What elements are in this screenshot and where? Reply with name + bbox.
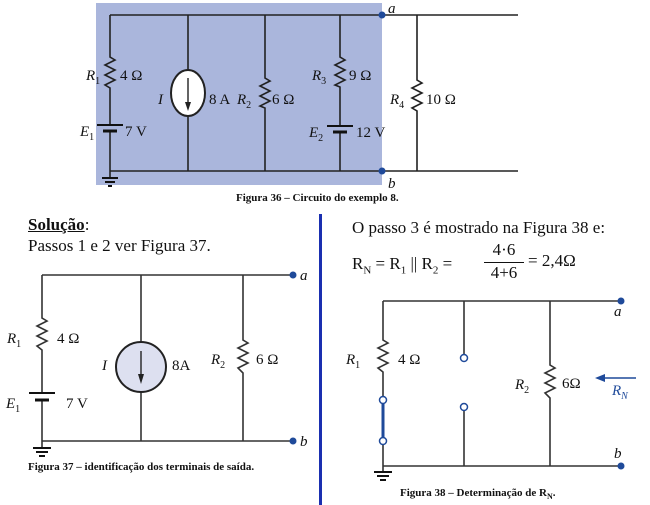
r1-value: 4 Ω <box>398 352 420 368</box>
svg-text:R4: R4 <box>389 92 404 111</box>
node-a-label: a <box>300 268 308 284</box>
r3-label: R <box>311 68 321 84</box>
figure-36-caption: Figura 36 – Circuito do exemplo 8. <box>236 192 399 204</box>
r2-resistor <box>258 15 272 171</box>
r2-value: 6 Ω <box>256 352 278 368</box>
arrow-down-icon <box>185 78 191 111</box>
e1-label: E <box>79 124 89 140</box>
r2-label: R <box>210 352 220 368</box>
svg-text:R1: R1 <box>6 331 21 350</box>
svg-text:E2: E2 <box>308 125 323 144</box>
e2-label: E <box>308 125 318 141</box>
e2-battery <box>327 125 353 134</box>
steps-text: Passos 1 e 2 ver Figura 37. <box>28 236 211 255</box>
svg-text:R2: R2 <box>210 352 225 371</box>
figure-37-caption: Figura 37 – identificação dos terminais … <box>28 461 255 473</box>
r2-resistor <box>236 275 250 441</box>
ground-icon <box>33 447 51 457</box>
r1-resistor <box>35 275 49 392</box>
node-b-terminal <box>289 437 297 445</box>
r2-label: R <box>236 92 246 108</box>
e1-label: E <box>5 396 15 412</box>
ground-icon <box>374 471 392 481</box>
open-terminal <box>459 353 469 363</box>
node-b-terminal <box>617 462 625 470</box>
r2-label: R <box>514 377 524 393</box>
open-terminal <box>378 436 388 446</box>
node-b-terminal <box>378 167 386 175</box>
r1-resistor <box>103 15 117 124</box>
r1-resistor <box>376 301 390 397</box>
svg-text:RN: RN <box>611 383 629 402</box>
r4-label: R <box>389 92 399 108</box>
node-a-label: a <box>388 1 396 17</box>
node-b-label: b <box>614 446 622 462</box>
rn-label: R <box>611 383 621 399</box>
current-label: I <box>101 358 108 374</box>
figure-38-caption: Figura 38 – Determinação de RN. <box>400 487 556 502</box>
column-divider <box>319 214 322 505</box>
svg-text:R1: R1 <box>345 352 360 371</box>
current-value: 8A <box>172 358 191 374</box>
step3-text: O passo 3 é mostrado na Figura 38 e: <box>352 218 606 237</box>
svg-text:E1: E1 <box>5 396 20 415</box>
node-a-terminal <box>289 271 297 279</box>
r1-label: R <box>345 352 355 368</box>
r1-label: R <box>6 331 16 347</box>
svg-text:E1: E1 <box>79 124 94 143</box>
node-a-label: a <box>614 304 622 320</box>
r1-value: 4 Ω <box>57 331 79 347</box>
fraction-bar <box>484 262 524 263</box>
arrow-down-icon <box>138 351 144 384</box>
svg-text:R3: R3 <box>311 68 326 87</box>
r3-value: 9 Ω <box>349 68 371 84</box>
fraction-numerator: 4·6 <box>492 240 516 259</box>
open-terminal <box>378 395 388 405</box>
arrow-left-icon <box>595 374 636 382</box>
e1-value: 7 V <box>125 124 147 140</box>
current-label: I <box>157 92 164 108</box>
e1-battery <box>97 124 123 133</box>
formula-result: = 2,4Ω <box>528 251 576 270</box>
svg-text:R1: R1 <box>85 68 100 87</box>
r2-resistor <box>543 301 557 466</box>
svg-text:R2: R2 <box>236 92 251 111</box>
node-a-terminal <box>378 11 386 19</box>
node-a-terminal <box>617 297 625 305</box>
fraction-denominator: 4+6 <box>490 263 518 282</box>
ground-icon <box>102 177 118 187</box>
r3-resistor <box>333 15 347 126</box>
r2-value: 6 Ω <box>272 92 294 108</box>
node-b-label: b <box>388 176 396 192</box>
svg-text:R2: R2 <box>514 377 529 396</box>
solution-heading: Solução: <box>28 215 90 234</box>
r2-value: 6Ω <box>562 376 581 392</box>
r4-resistor <box>410 15 424 171</box>
open-terminal <box>459 402 469 412</box>
r1-label: R <box>85 68 95 84</box>
e2-value: 12 V <box>356 125 385 141</box>
node-b-label: b <box>300 434 308 450</box>
r4-value: 10 Ω <box>426 92 456 108</box>
thevenin-highlight-region <box>96 3 382 185</box>
e1-value: 7 V <box>66 396 88 412</box>
e1-battery <box>29 392 55 402</box>
r1-value: 4 Ω <box>120 68 142 84</box>
current-value: 8 A <box>209 92 230 108</box>
